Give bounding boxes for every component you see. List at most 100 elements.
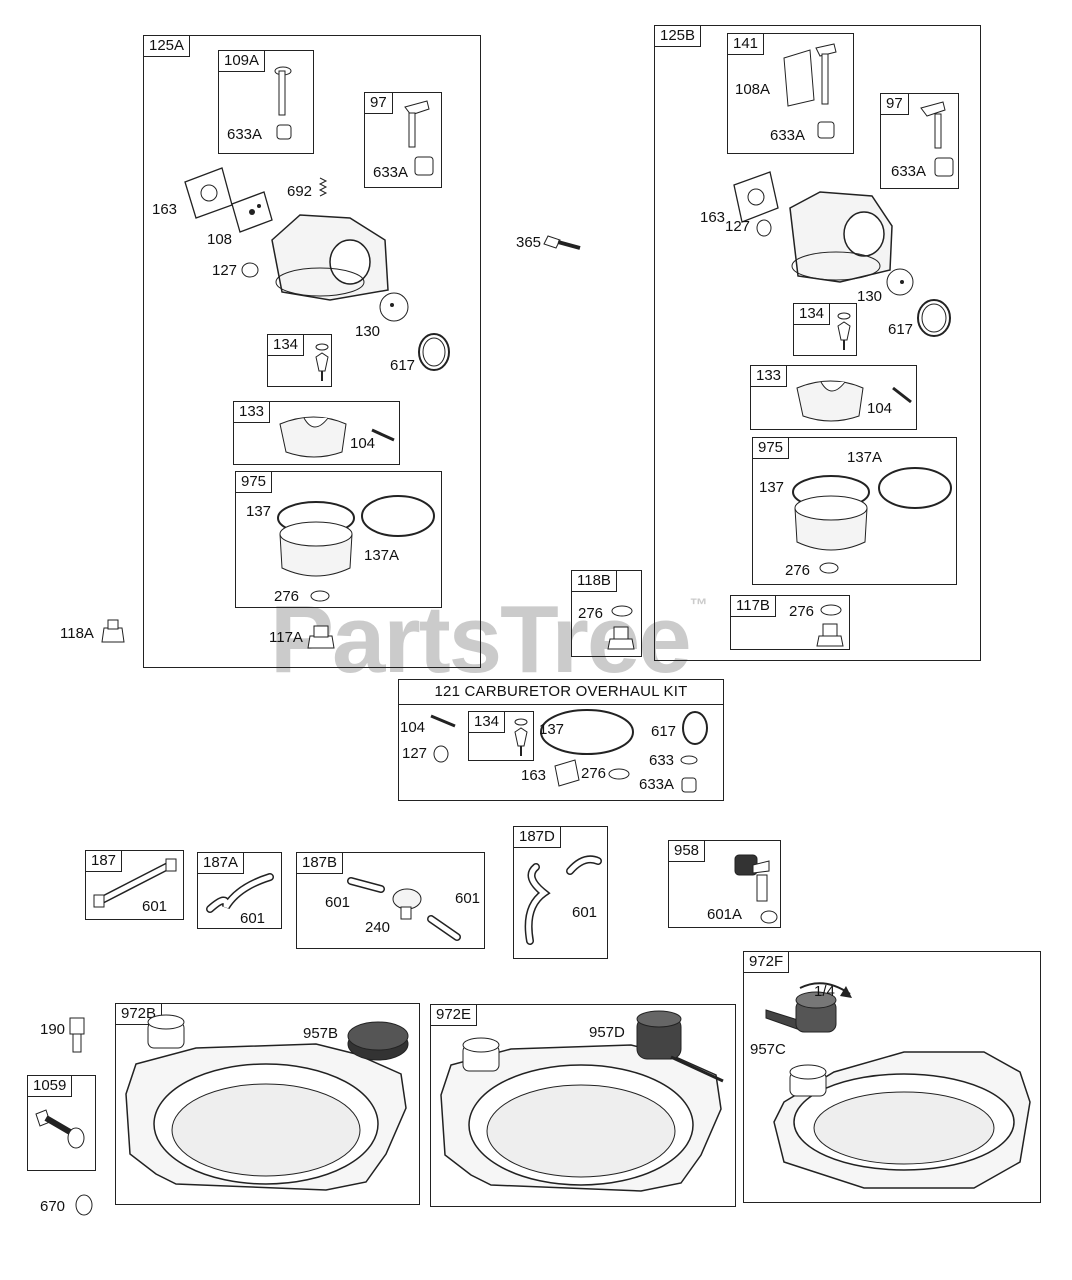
label-617: 617 [888,321,914,338]
group-187D[interactable]: 187D 601 [513,826,608,959]
choke-shaft-part [404,100,434,176]
label-130: 130 [857,288,883,305]
label-127: 127 [212,262,238,279]
throttle-shaft-part [274,66,292,140]
group-133-b[interactable]: 133 104 [750,365,917,430]
label-137: 137 [539,721,565,738]
float-bowl-part [792,467,952,574]
label-117A: 117A [269,629,303,646]
needle-valve-part [514,718,528,756]
fuel-line-part [524,855,602,945]
label-130: 130 [355,323,381,340]
label-118A: 118A [60,625,94,642]
label-957C: 957C [750,1041,786,1058]
label-633A: 633A [227,126,263,143]
group-972E[interactable]: 972E 957D [430,1004,736,1207]
label-617: 617 [390,357,416,374]
group-134-a[interactable]: 134 [267,334,332,387]
label-1-4-turn: 1/4 [814,983,835,1000]
label-276: 276 [789,603,815,620]
group-187A-tag: 187A [198,853,245,874]
group-125A[interactable]: 125A [143,35,481,668]
float-part [279,416,395,458]
group-187A[interactable]: 187A 601 [197,852,282,929]
group-975-a[interactable]: 975 137 137A 276 [235,471,442,608]
label-633A: 633A [373,164,409,181]
label-365: 365 [516,234,542,251]
fuel-filter-part [347,877,461,941]
group-134-a-tag: 134 [268,335,305,356]
kit-title: 121 CARBURETOR OVERHAUL KIT [399,680,723,705]
fuel-valve-part [734,854,778,924]
label-127: 127 [402,745,428,762]
group-187D-tag: 187D [514,827,561,848]
group-117B[interactable]: 117B 276 [730,595,850,650]
group-118B-tag: 118B [572,571,617,592]
fuel-tank-part [440,1010,724,1192]
fuel-line-part [206,873,274,913]
label-957B: 957B [303,1025,339,1042]
label-633A: 633A [639,776,675,793]
bowl-nut-part [607,605,635,650]
group-972F[interactable]: 972F 1/4 957C [743,951,1041,1203]
needle-valve-part [315,343,329,381]
group-958[interactable]: 958 601A [668,840,781,928]
group-121-overhaul-kit[interactable]: 121 CARBURETOR OVERHAUL KIT 104 127 137 … [398,679,724,801]
label-670: 670 [40,1198,66,1215]
bolt-washer-part [35,1109,85,1149]
group-141[interactable]: 141 108A 633A [727,33,854,154]
label-104: 104 [350,435,376,452]
group-972B[interactable]: 972B 957B [115,1003,420,1205]
group-133-a-tag: 133 [234,402,271,423]
label-692: 692 [287,183,313,200]
float-bowl-part [277,495,435,602]
group-187[interactable]: 187 601 [85,850,184,920]
group-97-b-tag: 97 [881,94,909,115]
group-133-b-tag: 133 [751,366,788,387]
choke-shaft-part [920,101,954,177]
label-601: 601 [142,898,168,915]
kit-parts [430,709,708,793]
group-958-tag: 958 [669,841,706,862]
group-134-kit[interactable]: 134 [468,711,534,761]
group-134-b[interactable]: 134 [793,303,857,356]
fuel-line-part [93,858,177,908]
bowl-nut-part [816,604,844,647]
label-137A: 137A [847,449,883,466]
group-975-b[interactable]: 975 137A 137 276 [752,437,957,585]
group-972E-tag: 972E [431,1005,478,1026]
float-part [796,380,912,422]
group-972F-tag: 972F [744,952,790,973]
group-125B-tag: 125B [655,26,702,47]
label-137: 137 [246,503,272,520]
throttle-shaft-plate-part [783,43,837,139]
label-104: 104 [867,400,893,417]
group-97-a[interactable]: 97 633A [364,92,442,188]
group-125A-tag: 125A [144,36,191,57]
group-133-a[interactable]: 133 104 [233,401,400,465]
group-187-tag: 187 [86,851,123,872]
label-633A: 633A [770,127,806,144]
label-276: 276 [274,588,300,605]
label-276: 276 [785,562,811,579]
group-109A[interactable]: 109A 633A [218,50,314,154]
group-97-b[interactable]: 97 633A [880,93,959,189]
group-187B[interactable]: 187B 601 240 601 [296,852,485,949]
label-163: 163 [152,201,178,218]
label-104: 104 [400,719,426,736]
group-1059-tag: 1059 [28,1076,73,1097]
label-601A: 601A [707,906,743,923]
group-141-tag: 141 [728,34,765,55]
group-134-b-tag: 134 [794,304,831,325]
group-134-kit-tag: 134 [469,712,506,733]
label-276: 276 [578,605,604,622]
group-1059[interactable]: 1059 [27,1075,96,1171]
fuel-tank-part [125,1014,409,1191]
group-118B[interactable]: 118B 276 [571,570,642,657]
group-125B[interactable]: 125B [654,25,981,661]
group-975-a-tag: 975 [236,472,273,493]
label-276: 276 [581,765,607,782]
group-109A-tag: 109A [219,51,266,72]
label-137A: 137A [364,547,400,564]
label-240: 240 [365,919,391,936]
